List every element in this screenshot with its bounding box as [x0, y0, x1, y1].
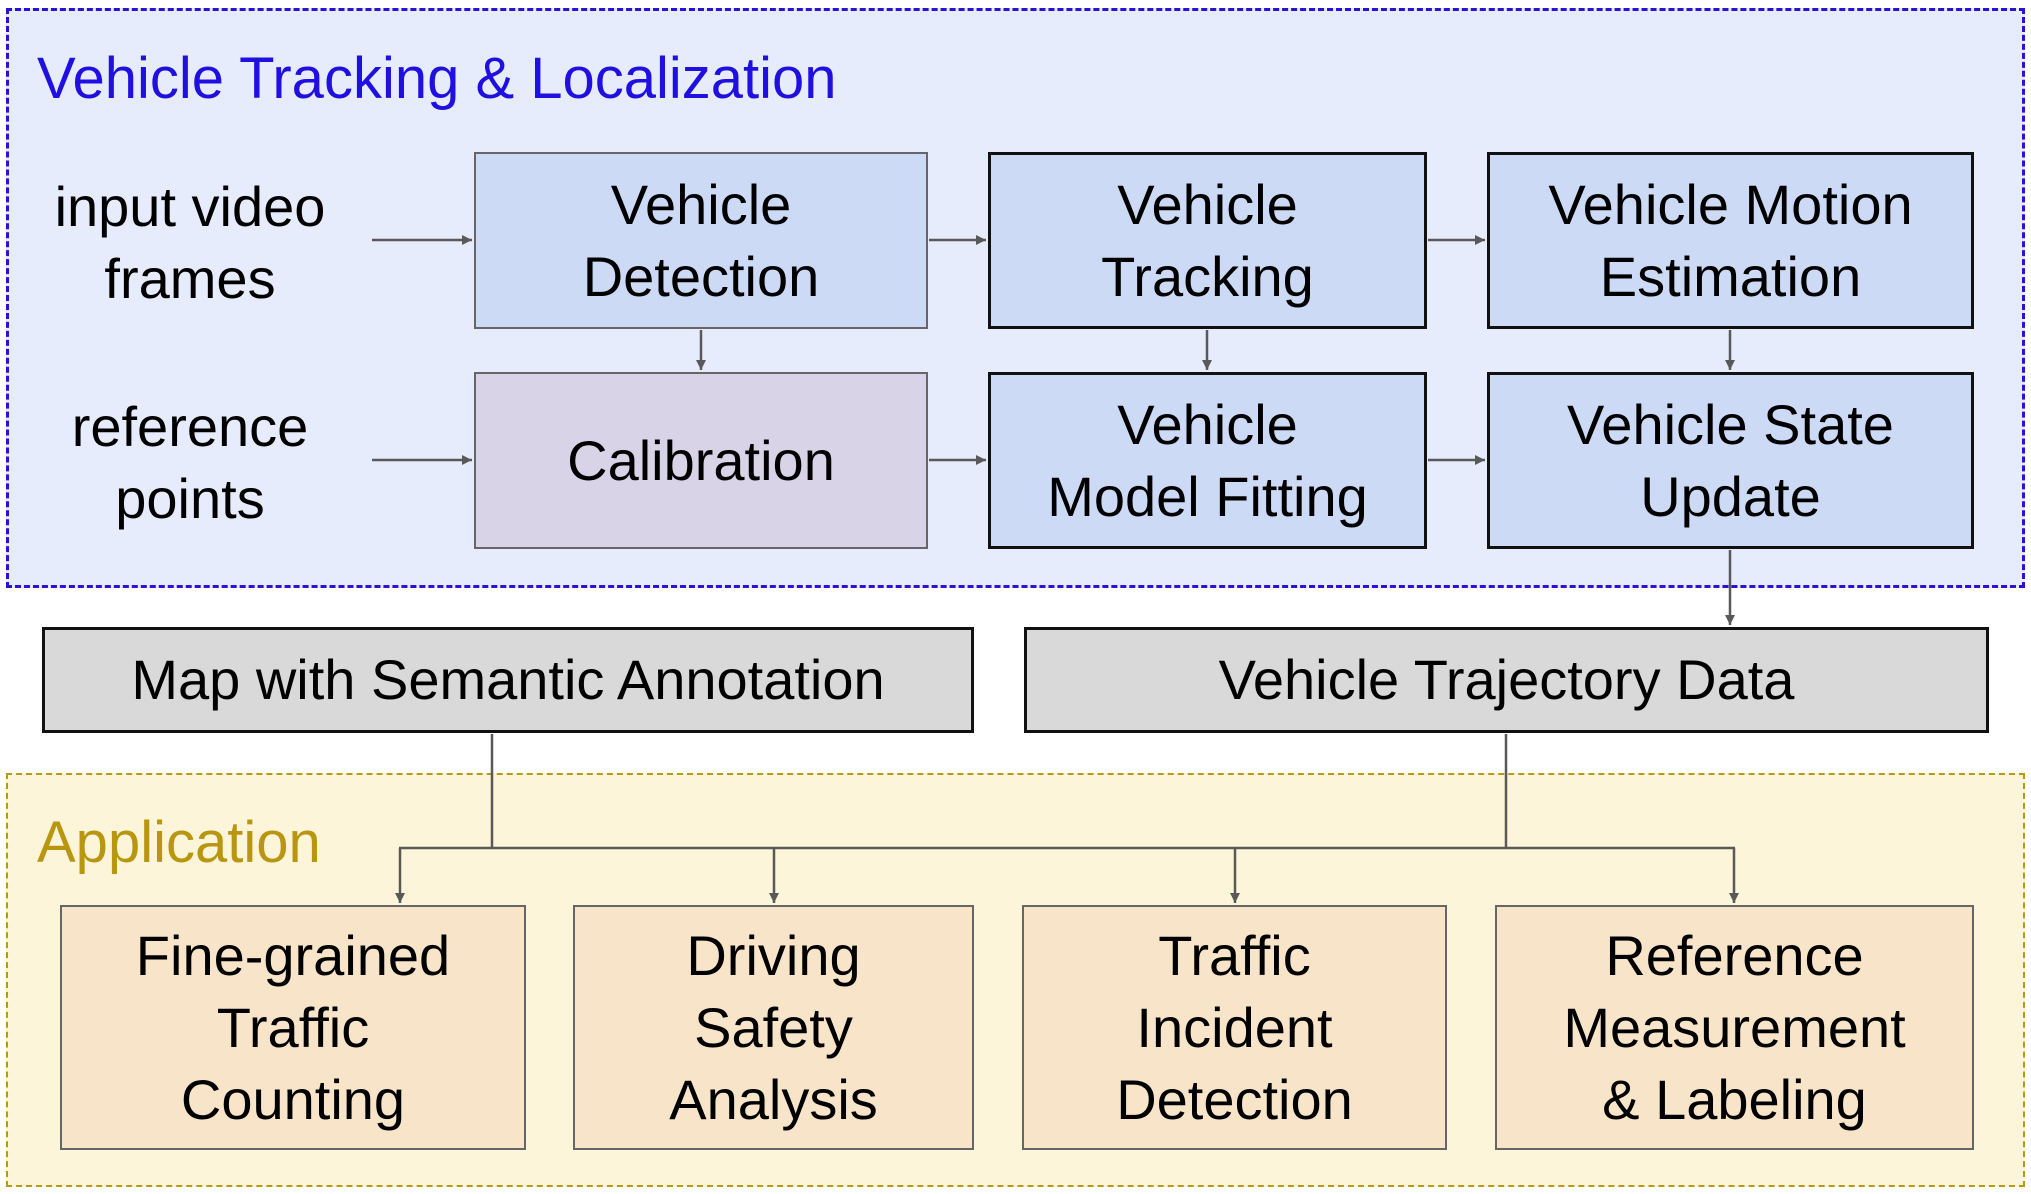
vehicle-trajectory-data-box: Vehicle Trajectory Data — [1024, 627, 1989, 733]
vehicle-detection-box: Vehicle Detection — [474, 152, 928, 329]
traffic-incident-detection-box: Traffic Incident Detection — [1022, 905, 1447, 1150]
input-video-frames-label: input video frames — [54, 174, 326, 310]
calibration-box: Calibration — [474, 372, 928, 549]
traffic-counting-box: Fine-grained Traffic Counting — [60, 905, 526, 1150]
vehicle-model-fitting-box: Vehicle Model Fitting — [988, 372, 1427, 549]
reference-measurement-labeling-box: Reference Measurement & Labeling — [1495, 905, 1974, 1150]
reference-points-label: reference points — [71, 394, 309, 530]
vehicle-tracking-box: Vehicle Tracking — [988, 152, 1427, 329]
vehicle-motion-estimation-box: Vehicle Motion Estimation — [1487, 152, 1974, 329]
map-semantic-annotation-box: Map with Semantic Annotation — [42, 627, 974, 733]
vehicle-state-update-box: Vehicle State Update — [1487, 372, 1974, 549]
application-group-title: Application — [37, 810, 321, 875]
tracking-group-title: Vehicle Tracking & Localization — [37, 46, 837, 111]
driving-safety-analysis-box: Driving Safety Analysis — [573, 905, 974, 1150]
